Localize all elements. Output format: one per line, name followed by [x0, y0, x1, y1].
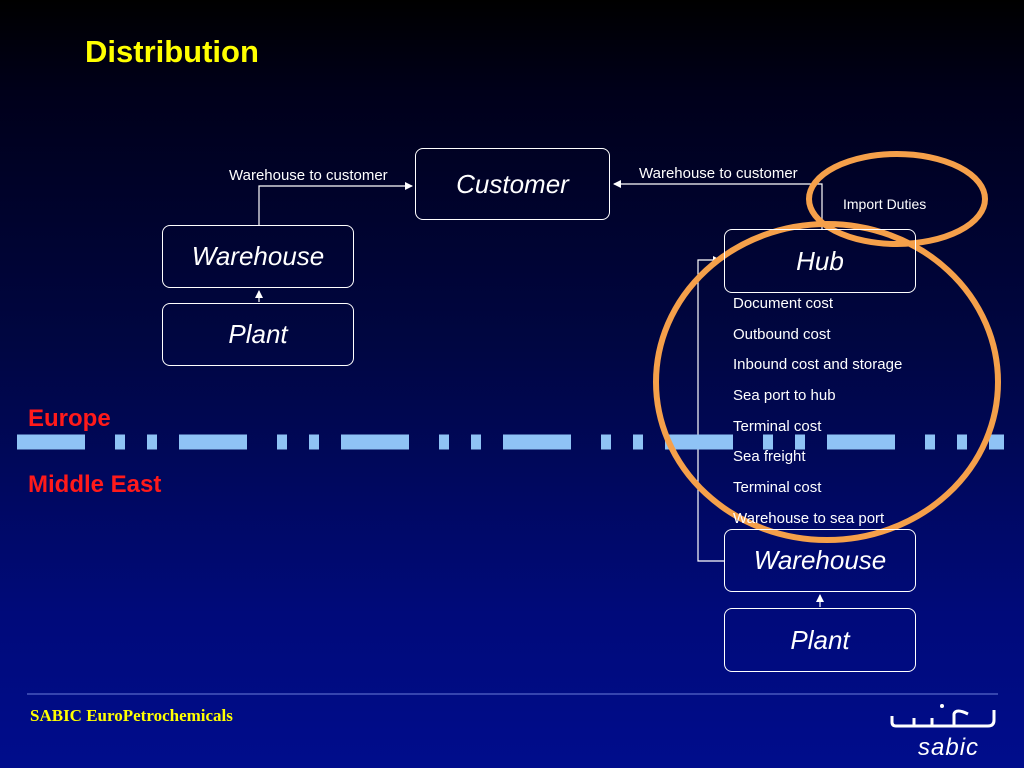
plant-label: Plant	[228, 319, 288, 349]
warehouse-to-customer-label-right: Warehouse to customer	[639, 165, 798, 182]
customer-label: Customer	[456, 168, 569, 199]
warehouse-box-europe-side: Warehouse	[162, 225, 354, 288]
customer-box: Customer	[415, 148, 610, 220]
sabic-logo-mark: sabic	[890, 704, 996, 761]
region-label-europe: Europe	[28, 405, 111, 432]
cost-item: Warehouse to sea port	[733, 509, 885, 527]
warehouse-label: Warehouse	[753, 545, 887, 575]
warehouse-box-middle-east-side: Warehouse	[724, 529, 916, 592]
cost-item: Sea freight	[733, 448, 806, 466]
plant-label: Plant	[790, 624, 850, 655]
cost-item: Outbound cost	[733, 325, 831, 343]
hub-box: Hub	[724, 229, 916, 293]
connector-hub-to-customer	[613, 180, 823, 229]
cost-item: Sea port to hub	[733, 387, 836, 405]
svg-text:sabic: sabic	[918, 734, 979, 758]
sabic-logo: sabic	[884, 700, 1000, 761]
footer-company-name: SABIC EuroPetrochemicals	[30, 706, 233, 725]
cost-list: Document cost Outbound cost Inbound cost…	[733, 294, 902, 540]
cost-item: Terminal cost	[733, 479, 822, 497]
region-label-middle-east: Middle East	[28, 471, 162, 498]
highlight-circle-import-duties	[806, 151, 988, 247]
warehouse-to-customer-label-left: Warehouse to customer	[229, 167, 388, 184]
cost-item: Terminal cost	[733, 417, 822, 435]
plant-box-europe-side: Plant	[162, 303, 354, 366]
warehouse-label: Warehouse	[191, 241, 325, 271]
connector-warehouse-to-hub	[697, 256, 724, 562]
plant-box-middle-east-side: Plant	[724, 608, 916, 672]
import-duties-label: Import Duties	[843, 196, 927, 212]
connector-warehouse-to-customer-left	[258, 182, 413, 225]
hub-label: Hub	[796, 245, 844, 276]
slide-title: Distribution	[85, 34, 259, 69]
cost-item: Inbound cost and storage	[733, 356, 903, 374]
cost-item: Document cost	[733, 295, 834, 312]
